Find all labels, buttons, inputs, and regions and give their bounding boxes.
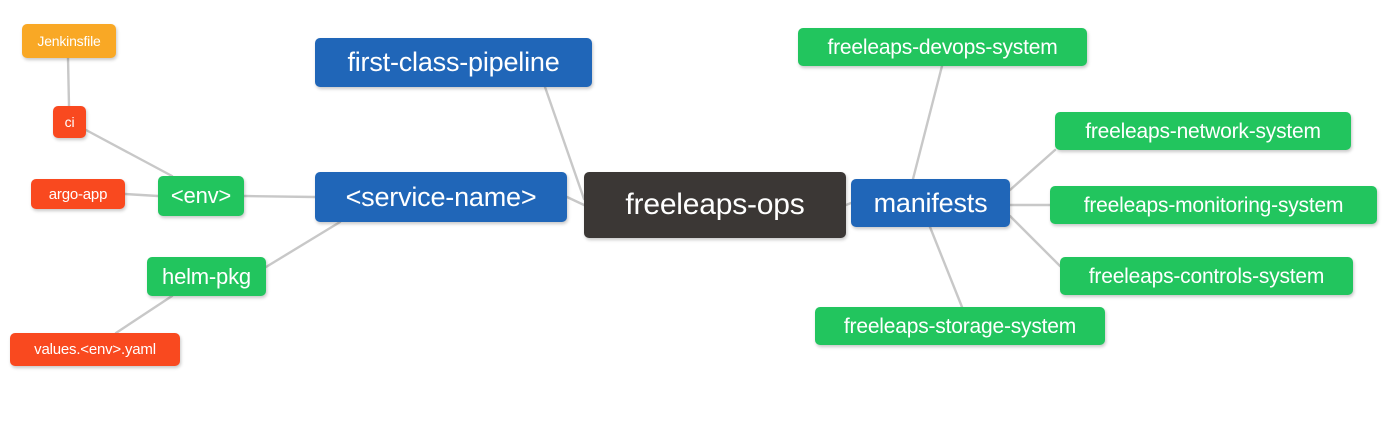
node-label: freeleaps-devops-system: [827, 35, 1058, 59]
edge-env-to-argo-app: [123, 192, 160, 198]
edge-service-name-to-helm-pkg: [264, 220, 342, 269]
node-label: <service-name>: [345, 181, 537, 212]
edge-manifests-to-freeleaps-network-system: [1008, 148, 1057, 192]
node-service-name[interactable]: <service-name>: [315, 172, 567, 222]
node-freeleaps-devops-system[interactable]: freeleaps-devops-system: [798, 28, 1087, 66]
edge-ci-to-jenkinsfile: [66, 56, 71, 108]
node-argo-app[interactable]: argo-app: [31, 179, 125, 209]
node-values-yaml[interactable]: values.<env>.yaml: [10, 333, 180, 366]
node-label: helm-pkg: [162, 263, 251, 289]
node-label: first-class-pipeline: [347, 47, 560, 77]
node-label: freeleaps-monitoring-system: [1083, 193, 1344, 217]
node-label: freeleaps-network-system: [1085, 119, 1321, 143]
edge-root-to-service-name: [565, 195, 586, 207]
node-label: Jenkinsfile: [37, 33, 101, 49]
node-env[interactable]: <env>: [158, 176, 244, 216]
edge-helm-pkg-to-values-yaml: [114, 294, 174, 335]
node-label: <env>: [170, 183, 232, 208]
edge-env-to-ci: [84, 128, 174, 178]
node-freeleaps-monitoring-system[interactable]: freeleaps-monitoring-system: [1050, 186, 1377, 224]
node-freeleaps-controls-system[interactable]: freeleaps-controls-system: [1060, 257, 1353, 295]
node-label: freeleaps-controls-system: [1088, 264, 1325, 288]
node-label: freeleaps-ops: [625, 188, 805, 221]
edge-manifests-to-freeleaps-devops-system: [911, 64, 944, 181]
node-manifests[interactable]: manifests: [851, 179, 1010, 227]
node-label: values.<env>.yaml: [34, 341, 156, 358]
node-freeleaps-network-system[interactable]: freeleaps-network-system: [1055, 112, 1351, 150]
node-ci[interactable]: ci: [53, 106, 86, 138]
edge-service-name-to-env: [242, 194, 317, 199]
node-first-class-pipeline[interactable]: first-class-pipeline: [315, 38, 592, 87]
node-freeleaps-storage-system[interactable]: freeleaps-storage-system: [815, 307, 1105, 345]
node-label: argo-app: [48, 185, 108, 203]
node-label: ci: [64, 114, 75, 130]
node-jenkinsfile[interactable]: Jenkinsfile: [22, 24, 116, 58]
node-label: manifests: [873, 187, 988, 218]
node-root[interactable]: freeleaps-ops: [584, 172, 846, 238]
edge-manifests-to-freeleaps-storage-system: [928, 225, 964, 309]
node-helm-pkg[interactable]: helm-pkg: [147, 257, 266, 296]
node-label: freeleaps-storage-system: [843, 314, 1077, 338]
